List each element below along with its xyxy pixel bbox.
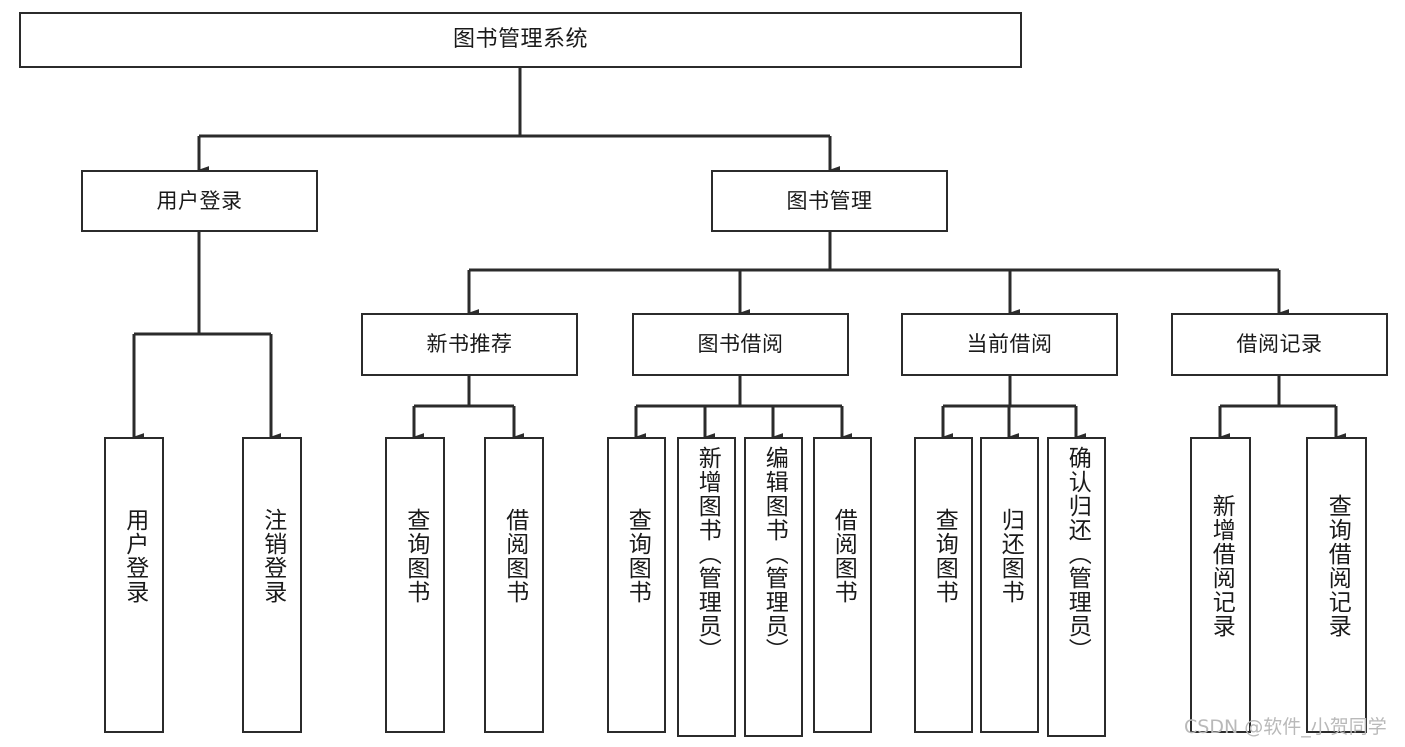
leaf-bb-edit-book-label: 编辑图书（管理员） bbox=[761, 446, 788, 662]
node-new-book-recommend-label: 新书推荐 bbox=[426, 332, 513, 357]
leaf-bb-query-book-label: 查询图书 bbox=[624, 508, 651, 604]
leaf-bb-borrow-book-label: 借阅图书 bbox=[830, 508, 857, 604]
leaf-br-query-record[interactable]: 查询借阅记录 bbox=[1306, 437, 1367, 733]
node-user-login-label: 用户登录 bbox=[156, 188, 243, 213]
leaf-br-add-record[interactable]: 新增借阅记录 bbox=[1190, 437, 1251, 733]
node-book-borrow[interactable]: 图书借阅 bbox=[632, 313, 849, 376]
leaf-cb-confirm-return-label: 确认归还（管理员） bbox=[1064, 446, 1091, 662]
node-current-borrow[interactable]: 当前借阅 bbox=[901, 313, 1118, 376]
leaf-cb-confirm-return[interactable]: 确认归还（管理员） bbox=[1047, 437, 1106, 737]
leaf-bb-add-book[interactable]: 新增图书（管理员） bbox=[677, 437, 736, 737]
node-root-system[interactable]: 图书管理系统 bbox=[19, 12, 1022, 68]
leaf-br-query-record-label: 查询借阅记录 bbox=[1324, 494, 1351, 638]
leaf-cb-query-book-label: 查询图书 bbox=[931, 508, 958, 604]
leaf-logout-label: 注销登录 bbox=[259, 508, 286, 604]
leaf-bb-borrow-book[interactable]: 借阅图书 bbox=[813, 437, 872, 733]
leaf-br-add-record-label: 新增借阅记录 bbox=[1208, 494, 1235, 638]
leaf-nb-borrow-book-label: 借阅图书 bbox=[501, 508, 528, 604]
node-borrow-record-label: 借阅记录 bbox=[1236, 332, 1323, 357]
leaf-nb-query-book-label: 查询图书 bbox=[402, 508, 429, 604]
node-current-borrow-label: 当前借阅 bbox=[966, 332, 1053, 357]
leaf-bb-add-book-label: 新增图书（管理员） bbox=[694, 446, 721, 662]
leaf-user-login[interactable]: 用户登录 bbox=[104, 437, 164, 733]
node-user-login[interactable]: 用户登录 bbox=[81, 170, 318, 232]
node-book-borrow-label: 图书借阅 bbox=[697, 332, 784, 357]
node-book-manage[interactable]: 图书管理 bbox=[711, 170, 948, 232]
leaf-cb-query-book[interactable]: 查询图书 bbox=[914, 437, 973, 733]
node-root-label: 图书管理系统 bbox=[452, 27, 588, 53]
csdn-watermark: CSDN @软件_小贺同学 bbox=[1184, 716, 1387, 738]
node-book-manage-label: 图书管理 bbox=[786, 188, 873, 213]
node-borrow-record[interactable]: 借阅记录 bbox=[1171, 313, 1388, 376]
leaf-cb-return-book[interactable]: 归还图书 bbox=[980, 437, 1039, 733]
leaf-bb-query-book[interactable]: 查询图书 bbox=[607, 437, 666, 733]
leaf-bb-edit-book[interactable]: 编辑图书（管理员） bbox=[744, 437, 803, 737]
node-new-book-recommend[interactable]: 新书推荐 bbox=[361, 313, 578, 376]
leaf-nb-query-book[interactable]: 查询图书 bbox=[385, 437, 445, 733]
leaf-logout[interactable]: 注销登录 bbox=[242, 437, 302, 733]
leaf-nb-borrow-book[interactable]: 借阅图书 bbox=[484, 437, 544, 733]
leaf-cb-return-book-label: 归还图书 bbox=[997, 508, 1024, 604]
leaf-user-login-label: 用户登录 bbox=[121, 508, 148, 604]
